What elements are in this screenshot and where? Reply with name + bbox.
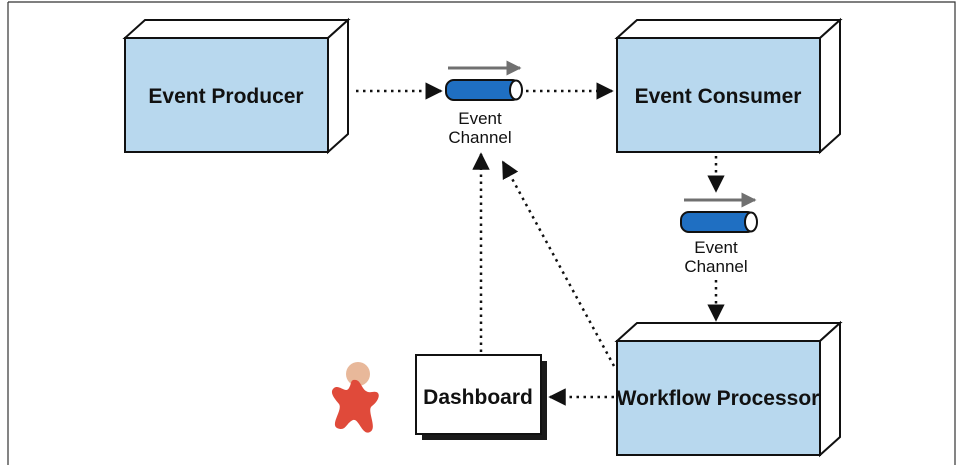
event-channel-right: Event Channel: [680, 192, 758, 276]
event-producer-label: Event Producer: [148, 85, 303, 108]
frame-border: [8, 1, 956, 465]
event-channel-right-line2: Channel: [684, 257, 747, 276]
event-channel-right-line1: Event: [694, 238, 738, 257]
event-consumer-label: Event Consumer: [635, 85, 802, 108]
person-icon: [331, 362, 379, 433]
event-channel-top: Event Channel: [445, 60, 523, 147]
dashboard-label: Dashboard: [423, 386, 533, 409]
workflow-processor-node: Workflow Processor: [614, 320, 843, 458]
event-producer-node: Event Producer: [122, 17, 351, 155]
workflow-processor-label: Workflow Processor: [617, 387, 820, 410]
event-channel-top-line2: Channel: [448, 128, 511, 147]
event-consumer-node: Event Consumer: [614, 17, 843, 155]
event-channel-top-line1: Event: [458, 109, 502, 128]
dashboard-node: Dashboard: [415, 354, 547, 440]
arrow-workflow-to-channel: [501, 160, 616, 367]
